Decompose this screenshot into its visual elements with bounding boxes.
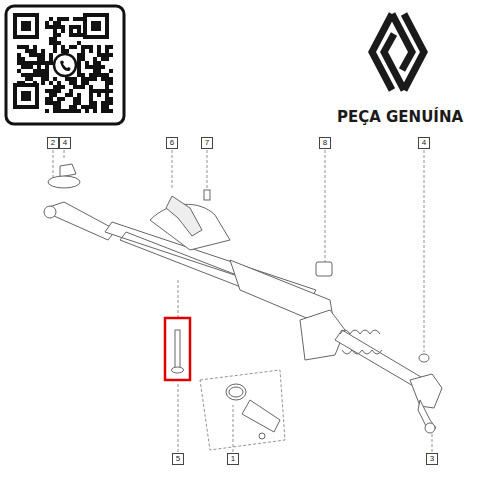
callout-number: 5 (172, 453, 184, 465)
brand-text: PEÇA GENUÍNA (337, 108, 463, 126)
callout-number: 1 (227, 453, 239, 465)
highlight-box (165, 318, 190, 380)
callout-number: 2 (47, 137, 59, 149)
qr-code (15, 15, 113, 113)
callout-number: 3 (426, 453, 438, 465)
steering-rack (44, 164, 442, 439)
callout-number: 4 (418, 137, 430, 149)
renault-logo (372, 12, 424, 90)
callout-number: 6 (166, 137, 178, 149)
leader-lines (53, 150, 432, 452)
callout-number: 7 (201, 137, 213, 149)
callout-number: 8 (319, 137, 331, 149)
callout-number: 4 (59, 137, 71, 149)
qr-frame (6, 6, 124, 124)
